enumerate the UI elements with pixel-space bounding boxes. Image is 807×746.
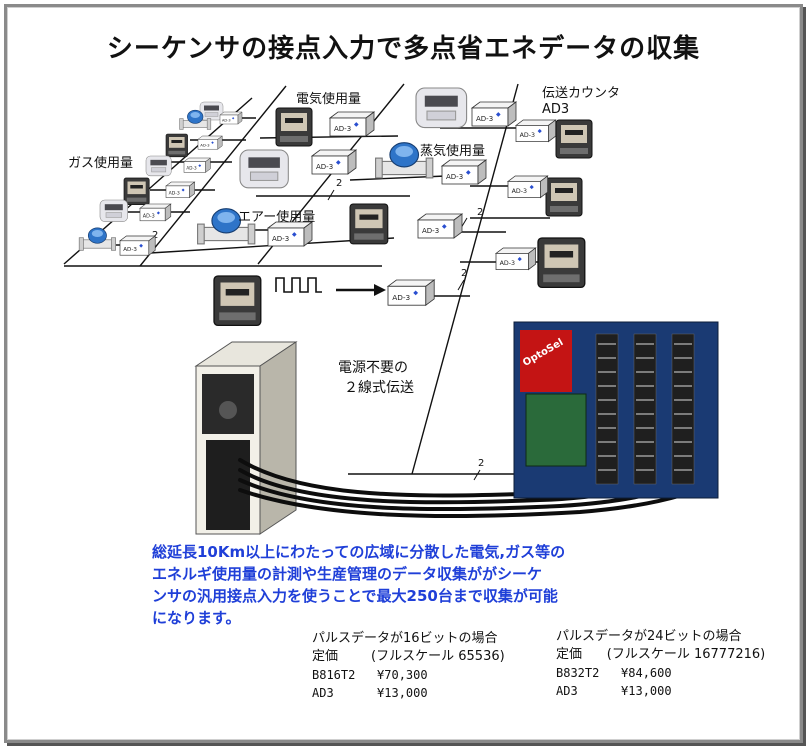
pricing-header: パルスデータが24ビットの場合 (556, 629, 742, 644)
pricing-row: B816T2 ¥70,300 (312, 668, 428, 682)
counter-label-line2: AD3 (542, 102, 570, 117)
power-label-line2: ２線式伝送 (344, 380, 414, 396)
electric-usage-label: 電気使用量 (296, 92, 362, 107)
caption-line: ンサの汎用接点入力を使うことで最大250台まで収集が可能 (152, 587, 558, 605)
plc-sequencer (194, 341, 298, 535)
description-caption: 総延長10Km以上にわたっての広域に分散した電気,ガス等の エネルギ使用量の計測… (152, 541, 652, 629)
pricing-row: AD3 ¥13,000 (312, 686, 428, 700)
pulse-waveform (275, 277, 322, 293)
pricing-16bit: パルスデータが16ビットの場合 定価 (フルスケール 65536) B816T2… (312, 630, 505, 702)
pricing-24bit: パルスデータが24ビットの場合 定価 (フルスケール 16777216) B83… (556, 628, 765, 700)
transmission-counter-label: 伝送カウンタ AD3 (542, 86, 620, 118)
caption-line: エネルギ使用量の計測や生産管理のデータ収集ががシーケ (152, 565, 543, 583)
pricing-header: パルスデータが16ビットの場合 (312, 631, 498, 646)
wire-label: 2 (461, 268, 467, 279)
ad3-counter-box (119, 101, 557, 306)
wire-label: 2 (336, 178, 342, 189)
gas-usage-label: ガス使用量 (68, 156, 134, 171)
power-free-label: 電源不要の ２線式伝送 (338, 358, 414, 398)
wire-label: 2 (478, 458, 484, 469)
counter-label-line1: 伝送カウンタ (542, 86, 621, 101)
pricing-list-price: 定価 (フルスケール 65536) (312, 649, 505, 664)
power-label-line1: 電源不要の (338, 360, 408, 376)
wire-label: 2 (152, 230, 158, 241)
steam-usage-label: 蒸気使用量 (420, 144, 486, 159)
wire-label: 2 (477, 207, 483, 218)
pricing-row: B832T2 ¥84,600 (556, 666, 672, 680)
pricing-list-price: 定価 (フルスケール 16777216) (556, 647, 766, 662)
air-usage-label: エアー使用量 (238, 210, 316, 225)
caption-line: 総延長10Km以上にわたっての広域に分散した電気,ガス等の (152, 543, 566, 561)
pricing-row: AD3 ¥13,000 (556, 684, 672, 698)
optosel-controller-board: OptoSel (513, 321, 719, 499)
caption-line: になります。 (152, 609, 241, 627)
page-title: シーケンサの接点入力で多点省エネデータの収集 (106, 34, 701, 64)
